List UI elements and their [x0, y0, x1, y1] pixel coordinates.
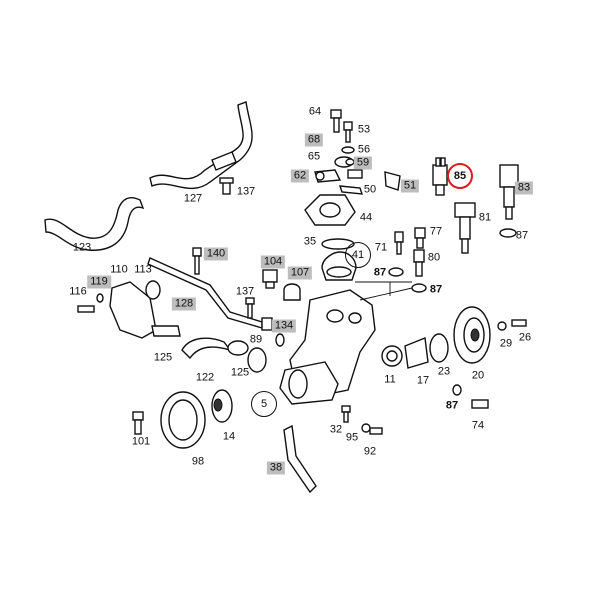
hose-123	[44, 197, 145, 251]
leader-lines	[355, 281, 412, 296]
label-83: 83	[514, 181, 534, 195]
fitting-104-107	[262, 269, 301, 301]
label-38: 38	[266, 461, 286, 475]
label-113: 113	[134, 263, 152, 276]
washer-87a	[499, 228, 517, 238]
label-68: 68	[304, 133, 324, 147]
ring-89	[247, 347, 267, 373]
label-137-middle: 137	[235, 285, 255, 298]
thermostat-housing-44	[304, 194, 356, 226]
sensor-83	[499, 164, 519, 220]
label-5: 5	[251, 391, 277, 417]
label-41: 41	[345, 242, 371, 268]
label-11: 11	[384, 373, 396, 386]
bolt-137-top	[219, 177, 234, 195]
sensors-71-77-80	[388, 227, 427, 293]
label-122: 122	[195, 371, 215, 384]
label-123: 123	[72, 241, 92, 254]
label-77: 77	[429, 225, 443, 238]
label-104: 104	[260, 255, 286, 269]
label-128: 128	[171, 297, 197, 311]
label-32: 32	[329, 423, 343, 436]
bolt-26-29	[497, 319, 527, 331]
label-137-top: 137	[236, 185, 256, 198]
label-50: 50	[363, 183, 377, 196]
label-107: 107	[287, 266, 313, 280]
water-pump	[279, 287, 413, 405]
label-64: 64	[308, 105, 322, 118]
label-62: 62	[290, 169, 310, 183]
label-87-c: 87	[429, 283, 443, 296]
label-65: 65	[307, 150, 321, 163]
label-26: 26	[518, 331, 532, 344]
bottom-parts	[132, 389, 233, 449]
label-35: 35	[303, 235, 317, 248]
label-53: 53	[357, 123, 371, 136]
label-87-a: 87	[515, 229, 529, 242]
label-20: 20	[471, 369, 485, 382]
label-125-left: 125	[153, 351, 173, 364]
bolt-140	[192, 247, 202, 275]
label-127: 127	[183, 192, 203, 205]
label-85-selected[interactable]: 85	[447, 163, 473, 189]
sensor-85	[432, 157, 448, 196]
label-110: 110	[110, 263, 128, 276]
label-95: 95	[345, 431, 359, 444]
label-71: 71	[374, 241, 388, 254]
label-140: 140	[203, 247, 229, 261]
label-44: 44	[359, 211, 373, 224]
label-81: 81	[478, 211, 492, 224]
hose-38	[283, 424, 317, 494]
label-134: 134	[271, 319, 297, 333]
label-74: 74	[471, 419, 485, 432]
pulley-20	[453, 306, 491, 364]
label-87-b: 87	[373, 266, 387, 279]
label-56: 56	[357, 143, 371, 156]
label-101: 101	[131, 435, 151, 448]
label-98: 98	[191, 455, 205, 468]
label-119: 119	[87, 275, 111, 289]
hose-122	[181, 337, 249, 360]
label-23: 23	[437, 365, 451, 378]
label-14: 14	[222, 430, 236, 443]
label-59: 59	[353, 156, 373, 170]
hose-127	[149, 101, 253, 190]
sensor-81	[454, 202, 476, 254]
bolt-32-92-95	[341, 405, 383, 435]
label-116: 116	[69, 285, 87, 298]
label-89: 89	[249, 333, 263, 346]
gasket-23	[429, 333, 449, 363]
fittings-top	[314, 109, 401, 195]
seal-11-17	[381, 337, 429, 369]
label-51: 51	[400, 179, 420, 193]
sensor-74	[452, 384, 489, 409]
label-87-d: 87	[445, 399, 459, 412]
label-29: 29	[499, 337, 513, 350]
bolt-137-middle	[245, 297, 285, 347]
label-92: 92	[363, 445, 377, 458]
label-80: 80	[427, 251, 441, 264]
label-125-right: 125	[230, 366, 250, 379]
label-17: 17	[416, 374, 430, 387]
housing-110	[77, 280, 181, 339]
